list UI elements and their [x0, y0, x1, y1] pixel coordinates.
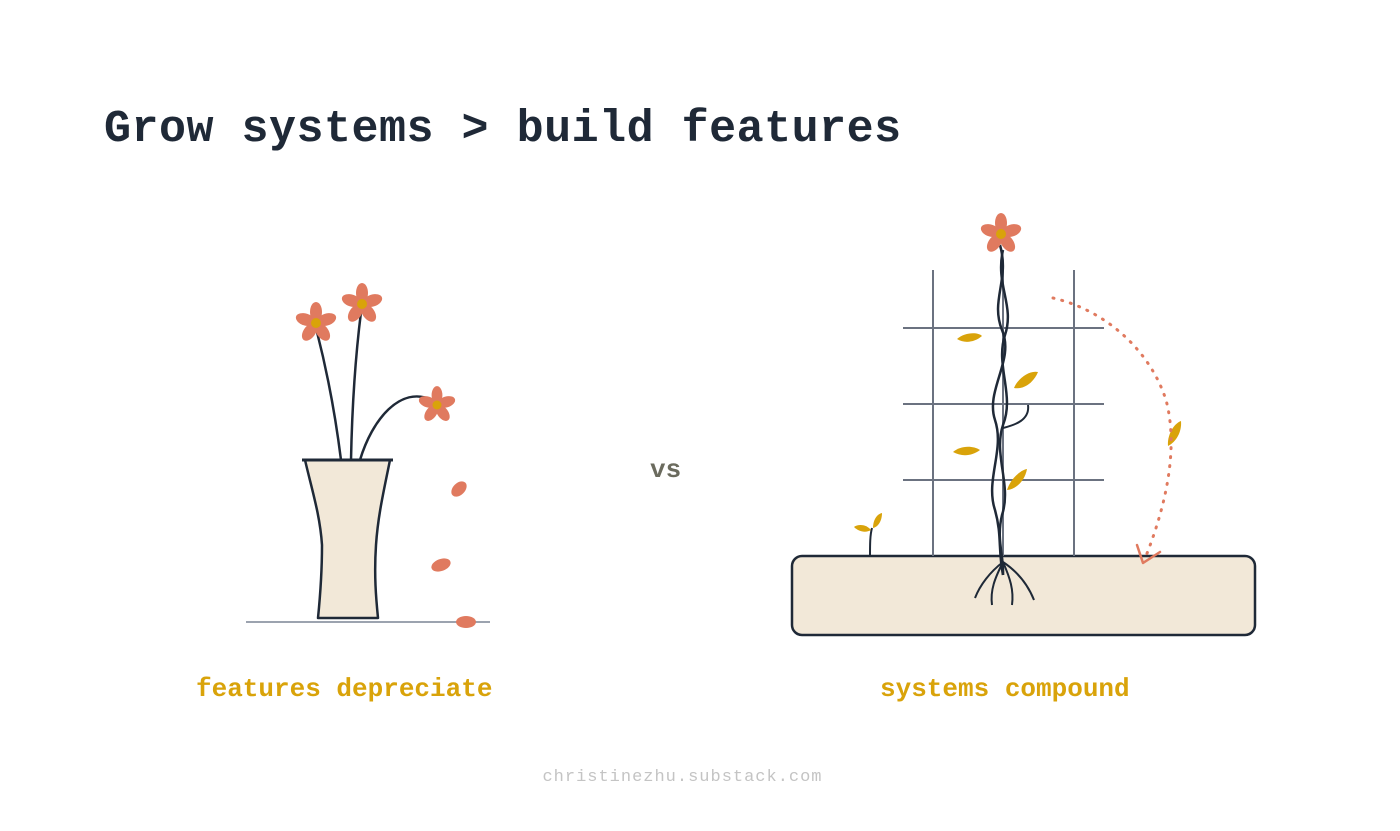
compound-arrow	[1051, 296, 1173, 558]
arrowhead-icon	[1135, 543, 1162, 565]
wilting-flower-icon	[417, 386, 457, 424]
trellis	[903, 270, 1104, 556]
sprout-leaf-icon	[854, 525, 871, 532]
vase	[303, 458, 392, 620]
fallen-petal	[451, 481, 467, 497]
leaf-icon	[957, 333, 982, 342]
wilting-flower-stem	[358, 395, 433, 461]
flower-stem	[315, 331, 343, 461]
soil-bed	[790, 554, 1257, 637]
flower-stem	[349, 311, 363, 461]
leaf-icon	[1014, 371, 1038, 389]
footer-attribution: christinezhu.substack.com	[542, 768, 823, 787]
fallen-petal	[456, 616, 476, 628]
vine-stem	[990, 244, 1007, 576]
garden-scene	[790, 213, 1257, 637]
vase-scene	[246, 283, 490, 628]
leaf-icon	[953, 446, 980, 456]
vine-tendril	[1002, 404, 1030, 429]
page-title: Grow systems > build features	[104, 104, 902, 155]
flower-icon	[340, 283, 384, 325]
leaf-icon	[1007, 469, 1027, 490]
vs-label: vs	[650, 455, 682, 485]
falling-leaf-icon	[1167, 421, 1182, 446]
sprout-stem	[869, 527, 873, 557]
roots	[974, 561, 1035, 606]
sprout-leaf-icon	[873, 513, 882, 528]
vine-stem	[998, 249, 1010, 576]
left-caption: features depreciate	[196, 674, 493, 704]
flower-icon	[294, 302, 338, 344]
right-caption: systems compound	[880, 674, 1130, 704]
fallen-petal	[431, 558, 451, 572]
